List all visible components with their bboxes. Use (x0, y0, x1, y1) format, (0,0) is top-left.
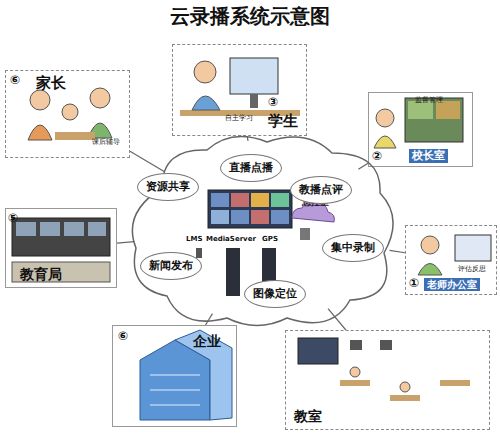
connector-line (358, 163, 368, 169)
node-label: 直播点播 (221, 162, 281, 174)
server-label: MediaServer (206, 236, 256, 243)
connector-line (130, 151, 165, 172)
node-label: 教播点评 (291, 184, 351, 196)
parent-box: 家长课后辅导 (5, 70, 130, 158)
connector-line (206, 314, 213, 325)
function-bubble: 集中录制 (322, 234, 384, 262)
function-bubble: 资源共享 (137, 173, 199, 201)
connector-line (390, 250, 405, 252)
cloud-platform: 总控室资源共享直播点播教播点评集中录制图像定位新闻发布 (122, 128, 404, 333)
node-label: 图像定位 (245, 288, 305, 300)
node-label: 校长室 (409, 149, 448, 163)
cloud-path (132, 137, 393, 326)
classroom-box: 教室 (285, 330, 490, 430)
node-label: 新闻发布 (141, 260, 201, 272)
node-label: 集中录制 (323, 242, 383, 254)
node-caption: 课后辅导 (92, 139, 120, 147)
function-bubble: 教播点评 (290, 176, 352, 204)
principal-box: 校长室监督管理 (368, 92, 473, 167)
node-label: 教育局 (20, 267, 62, 282)
node-label: 企业 (193, 334, 221, 349)
node-caption: 评估反思 (458, 266, 486, 274)
server-label: GPS (262, 236, 278, 243)
node-caption: 自主学习 (225, 115, 253, 123)
function-bubble: 图像定位 (244, 280, 306, 308)
callout-number: ⑤ (8, 212, 18, 224)
node-label: 家长 (36, 75, 66, 92)
callout-number: ① (409, 277, 419, 289)
function-bubble: 新闻发布 (140, 252, 202, 280)
node-label: 资源共享 (138, 181, 198, 193)
student-box: 学生 自主学习 (172, 44, 307, 136)
callout-number: ⑥ (10, 74, 20, 86)
node-label: 学生 (268, 113, 298, 130)
callout-number: ② (372, 150, 382, 162)
node-caption: 监督管理 (415, 97, 443, 105)
enterprise-box: 企业 (112, 325, 237, 427)
diagram-title: 云录播系统示意图 (0, 6, 500, 26)
node-label: 老师办公室 (424, 278, 480, 291)
bureau-box: 教育局 (5, 208, 117, 288)
server-label: LMS (186, 236, 202, 243)
function-bubble: 直播点播 (220, 154, 282, 182)
callout-number: ③ (268, 96, 278, 108)
callout-number: ⑥ (118, 330, 128, 342)
node-label: 教室 (294, 409, 322, 424)
connector-line (117, 242, 134, 243)
